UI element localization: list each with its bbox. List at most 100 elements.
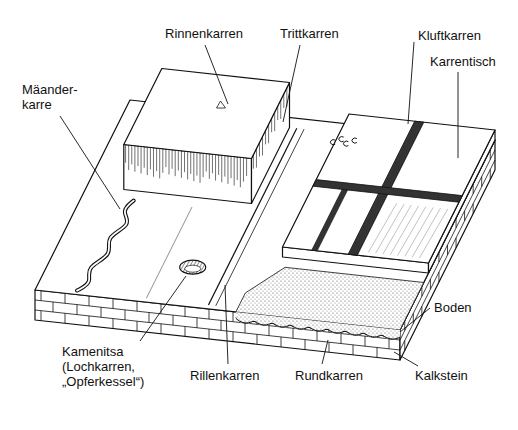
brick-joint xyxy=(473,204,474,214)
rinnen-flute xyxy=(262,136,263,155)
meander-groove xyxy=(77,201,134,291)
slab-shading xyxy=(368,203,396,252)
brick-joint xyxy=(365,336,366,346)
rinnen-flute xyxy=(144,147,145,168)
rinnen-flute xyxy=(131,145,132,164)
brick-joint xyxy=(161,324,162,334)
brick-joint xyxy=(377,347,378,357)
brick-joint xyxy=(149,312,150,322)
brick-joint xyxy=(481,177,482,187)
brick-joint xyxy=(233,332,234,342)
brick-joint xyxy=(89,316,90,326)
rinnen-flute xyxy=(165,149,166,167)
rinnen-flute xyxy=(147,147,148,175)
rinnen-flute xyxy=(209,154,210,179)
leader-line xyxy=(458,72,459,158)
brick-joint xyxy=(137,321,138,331)
brick-joint xyxy=(53,302,54,312)
brick-joint xyxy=(77,305,78,315)
surface-mark xyxy=(217,101,226,108)
leader-line xyxy=(60,116,120,209)
part-label: Trittkarren xyxy=(280,26,339,41)
brick-joint xyxy=(113,299,114,309)
brick-joint xyxy=(41,291,42,301)
rinnen-flute xyxy=(224,156,225,177)
brick-joint xyxy=(101,307,102,317)
brick-joint xyxy=(447,245,448,255)
rinnen-flute xyxy=(240,157,241,187)
rinnen-flute xyxy=(190,152,191,174)
soil-front xyxy=(236,312,400,340)
slab-shading xyxy=(398,207,426,256)
slab-shading xyxy=(376,204,404,253)
brick-joint xyxy=(456,238,457,248)
kluft-groove xyxy=(313,180,462,203)
rinnen-flute xyxy=(181,151,182,178)
brick-joint xyxy=(281,337,282,347)
slab-shading xyxy=(412,208,440,257)
brick-joint xyxy=(329,342,330,352)
pedestal-top xyxy=(124,69,290,159)
brick-joint xyxy=(209,329,210,339)
part-label: Kalkstein xyxy=(415,368,468,383)
brick-joint xyxy=(293,328,294,338)
slab-shading xyxy=(419,209,447,258)
rinnen-flute xyxy=(283,94,284,108)
rinnen-flute xyxy=(218,155,219,175)
slab-shading xyxy=(383,205,411,254)
rinnen-flute xyxy=(234,157,235,186)
rinnen-flute xyxy=(274,112,275,131)
leader-line xyxy=(408,42,414,124)
part-label: Mäander- karre xyxy=(22,82,86,112)
brick-joint xyxy=(113,319,114,329)
rinnen-flute xyxy=(215,155,216,181)
brick-joint xyxy=(257,334,258,344)
rillen-groove xyxy=(146,207,192,298)
rinnen-flute xyxy=(156,148,157,171)
brick-joint xyxy=(269,326,270,336)
rinnen-flute xyxy=(193,152,194,181)
rinnen-flute xyxy=(187,152,188,180)
leader-line xyxy=(283,45,300,122)
rinnen-flute xyxy=(268,124,269,143)
tritt-step xyxy=(344,141,349,146)
rinnen-flute xyxy=(196,153,197,176)
brick-joint xyxy=(305,340,306,350)
rinnen-flute xyxy=(271,118,272,132)
brick-joint xyxy=(317,331,318,341)
part-label: Rundkarren xyxy=(295,368,363,383)
rinnen-flute xyxy=(137,146,138,166)
tritt-step xyxy=(330,140,335,145)
rinnen-flute xyxy=(221,155,222,182)
slab-shading xyxy=(390,206,418,255)
brick-joint xyxy=(65,313,66,323)
rinnen-flute xyxy=(212,154,213,173)
tritt-step xyxy=(339,137,344,142)
rinnen-flute xyxy=(265,130,266,144)
leader-line xyxy=(140,276,186,341)
part-label: Rinnenkarren xyxy=(165,26,243,41)
rinnen-flute xyxy=(159,148,160,178)
part-label: Kluftkarren xyxy=(418,28,481,43)
rinnen-flute xyxy=(206,154,207,172)
rinnen-flute xyxy=(256,149,257,168)
rinnen-flute xyxy=(150,147,151,169)
part-label: Karrentisch xyxy=(430,54,496,69)
rundkarren-line xyxy=(236,318,400,339)
karrentisch-top xyxy=(283,114,496,263)
slab-shading xyxy=(405,207,433,256)
rinnen-flute xyxy=(153,148,154,177)
kluft-groove xyxy=(312,189,348,250)
brick-joint xyxy=(185,306,186,316)
rinnen-flute xyxy=(259,143,260,157)
rinnen-flute xyxy=(125,145,126,163)
brick-joint xyxy=(65,293,66,303)
leader-line xyxy=(400,308,430,332)
brick-joint xyxy=(245,323,246,333)
part-label: Boden xyxy=(434,300,472,315)
brick-joint xyxy=(389,339,390,349)
leader-line xyxy=(394,352,418,366)
leader-line xyxy=(322,340,328,364)
brick-joint xyxy=(173,315,174,325)
rinnen-flute xyxy=(237,157,238,180)
